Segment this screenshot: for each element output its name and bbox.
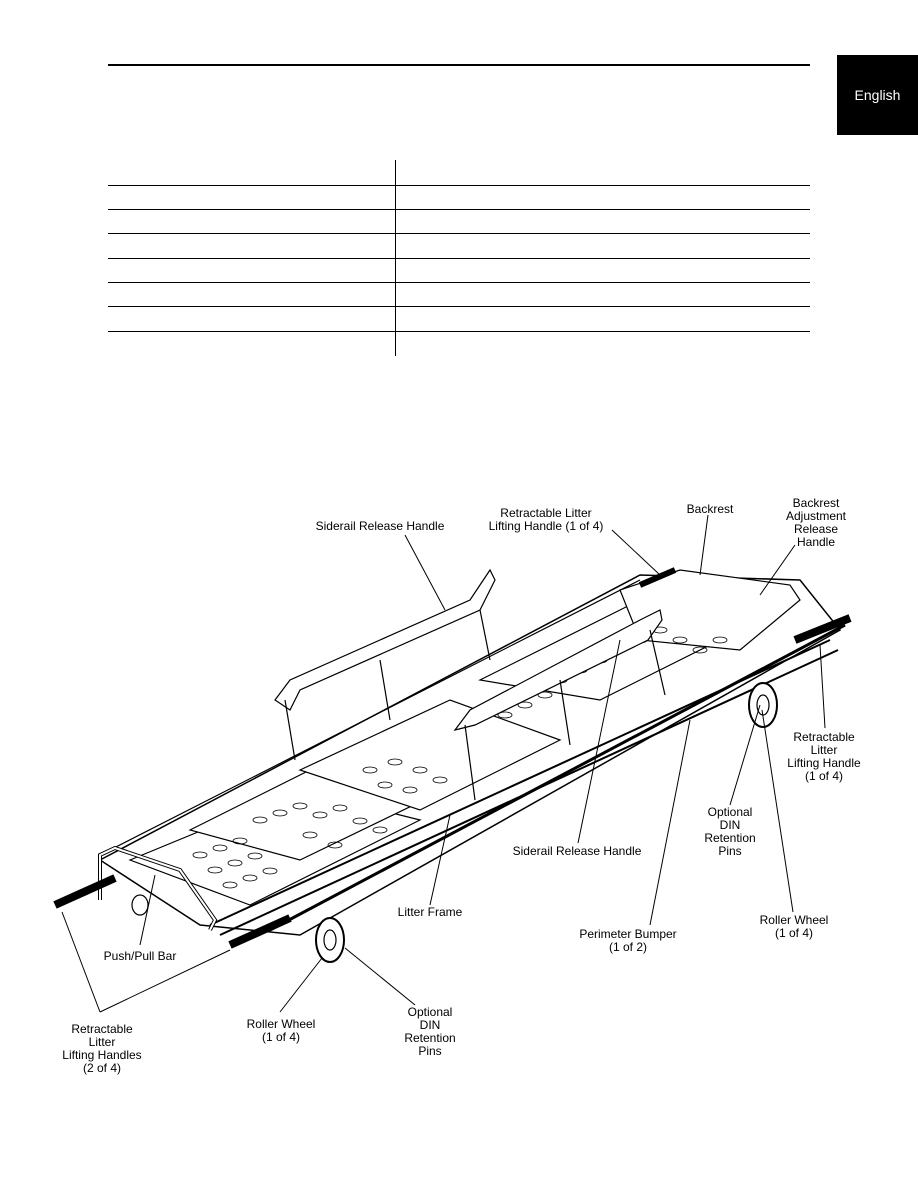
table-row <box>108 306 810 307</box>
callout-perimeter-bumper: Perimeter Bumper (1 of 2) <box>579 927 677 954</box>
callout-siderail-release-handle-mid: Siderail Release Handle <box>512 844 642 858</box>
callout-din-retention-pins-right: Optional DIN Retention Pins <box>704 805 756 858</box>
callout-retractable-litter-handle-top: Retractable Litter Lifting Handle (1 of … <box>488 506 604 533</box>
callout-retractable-litter-handle-right: Retractable Litter Lifting Handle (1 of … <box>787 730 861 783</box>
table-row <box>108 185 810 186</box>
callout-backrest-adjustment-release-handle: Backrest Adjustment Release Handle <box>785 496 847 549</box>
callout-roller-wheel-right: Roller Wheel (1 of 4) <box>759 913 829 940</box>
header-rule <box>108 64 810 66</box>
callout-din-retention-pins-left: Optional DIN Retention Pins <box>404 1005 456 1058</box>
table-row <box>108 258 810 259</box>
callout-push-pull-bar: Push/Pull Bar <box>103 949 177 963</box>
callout-backrest: Backrest <box>686 502 734 516</box>
language-tab[interactable]: English <box>837 55 918 135</box>
table-row <box>108 331 810 332</box>
callout-siderail-release-handle-top: Siderail Release Handle <box>315 519 445 533</box>
table-row <box>108 209 810 210</box>
callout-roller-wheel-left: Roller Wheel (1 of 4) <box>246 1017 316 1044</box>
callout-retractable-litter-handles-left: Retractable Litter Lifting Handles (2 of… <box>62 1022 142 1075</box>
stretcher-drawing <box>53 514 852 1013</box>
spec-table <box>108 160 810 356</box>
table-row <box>108 282 810 283</box>
callout-litter-frame: Litter Frame <box>397 905 463 919</box>
table-row <box>108 233 810 234</box>
stretcher-illustration: Siderail Release Handle Retractable Litt… <box>0 480 918 1100</box>
